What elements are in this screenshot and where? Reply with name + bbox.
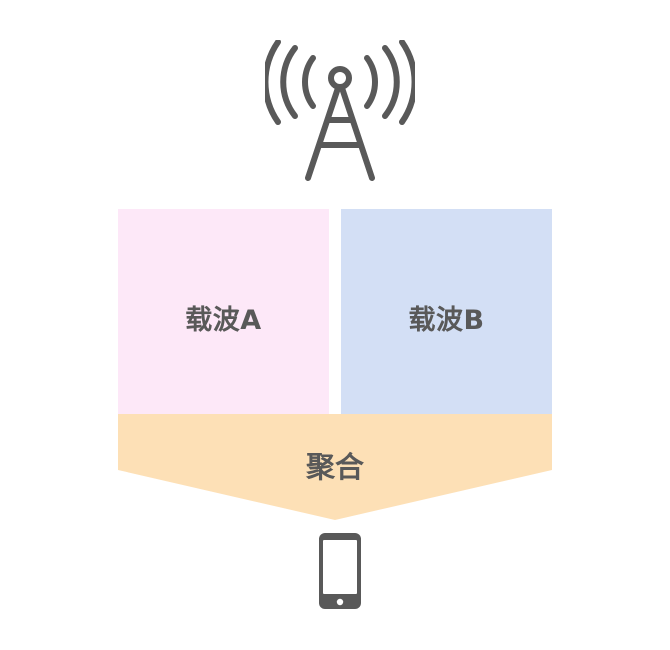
cell-tower-icon (265, 40, 415, 181)
aggregation-label: 聚合 (305, 450, 364, 484)
carrier-a-label: 载波A (185, 305, 262, 336)
smartphone-icon (319, 533, 361, 609)
carrier-b-label: 载波B (408, 305, 485, 336)
carrier-b-block: 载波B (341, 209, 552, 414)
carrier-a-block: 载波A (118, 209, 329, 414)
